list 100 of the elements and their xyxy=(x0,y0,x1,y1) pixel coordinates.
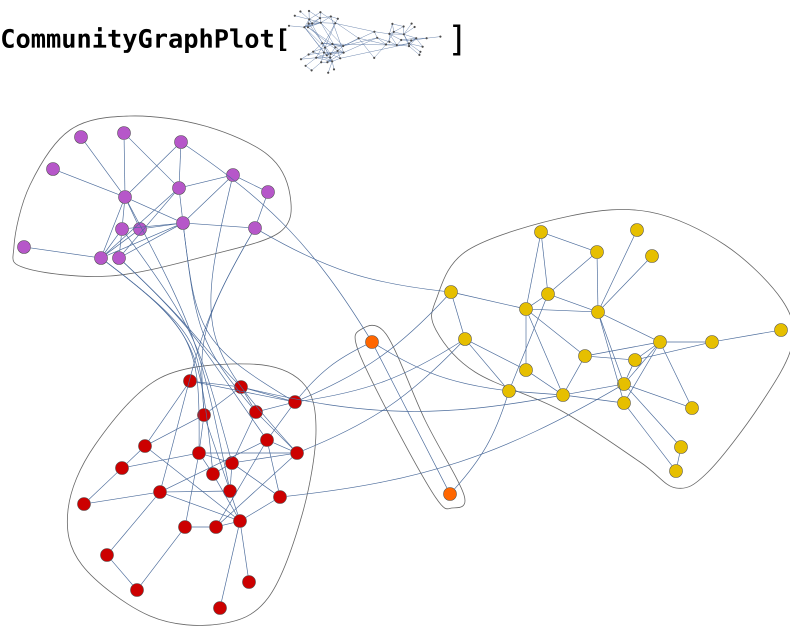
graph-edge xyxy=(106,225,178,256)
graph-edge xyxy=(286,387,618,497)
graph-vertex xyxy=(206,467,220,481)
graph-edge xyxy=(84,142,122,192)
graph-edge xyxy=(130,146,176,193)
graph-edge xyxy=(541,238,548,288)
graph-edge xyxy=(88,472,118,500)
graph-edge xyxy=(106,192,174,254)
graph-edge xyxy=(600,318,622,397)
graph-edge xyxy=(166,494,234,520)
graph-edge xyxy=(30,248,95,258)
graph-edge xyxy=(528,314,561,390)
graph-edge xyxy=(205,454,226,462)
graph-vertex xyxy=(591,305,605,319)
graph-vertex xyxy=(112,251,126,265)
graph-edge xyxy=(128,202,229,485)
graph-edge xyxy=(122,203,125,223)
graph-vertex xyxy=(153,485,167,499)
graph-edge xyxy=(554,296,592,310)
graph-edge xyxy=(268,446,279,491)
graph-vertex xyxy=(444,285,458,299)
graph-vertex xyxy=(541,287,555,301)
graph-edge xyxy=(511,300,546,386)
graph-edge xyxy=(596,258,598,306)
graph-edge xyxy=(600,318,622,378)
graph-edge xyxy=(140,532,182,585)
graph-vertex xyxy=(225,456,239,470)
graph-vertex xyxy=(443,487,457,501)
graph-vertex xyxy=(705,335,719,349)
graph-edge xyxy=(90,492,154,504)
graph-vertex xyxy=(226,168,240,182)
graph-vertex xyxy=(176,216,190,230)
graph-edge xyxy=(526,238,540,303)
graph-edge xyxy=(299,344,366,398)
graph-edge xyxy=(219,446,264,522)
graph-vertex xyxy=(653,335,667,349)
graph-vertex xyxy=(249,405,263,419)
graph-vertex xyxy=(685,401,699,415)
graph-edge xyxy=(260,231,445,292)
graph-vertex xyxy=(628,353,642,367)
graph-edge xyxy=(238,178,262,190)
graph-vertex xyxy=(248,221,262,235)
graph-edge xyxy=(457,293,520,308)
graph-vertex xyxy=(774,323,788,337)
graph-edge xyxy=(640,346,655,356)
graph-edge xyxy=(111,560,133,586)
graph-edge xyxy=(188,179,228,219)
graph-vertex xyxy=(519,302,533,316)
graph-edge xyxy=(166,490,224,492)
graph-vertex xyxy=(365,335,379,349)
graph-edge xyxy=(569,384,618,394)
graph-edge xyxy=(124,139,126,191)
graph-vertex xyxy=(290,446,304,460)
graph-vertex xyxy=(630,223,644,237)
graph-edge xyxy=(221,527,239,602)
graph-vertex xyxy=(519,363,533,377)
graph-vertex xyxy=(192,446,206,460)
graph-edge xyxy=(641,343,706,359)
graph-edge xyxy=(628,408,672,466)
graph-edge xyxy=(238,454,291,462)
graph-edge xyxy=(628,388,677,442)
graph-vertex xyxy=(578,349,592,363)
graph-edge xyxy=(272,442,292,451)
graph-edge xyxy=(126,450,140,464)
graph-vertex xyxy=(118,190,132,204)
graph-edge xyxy=(232,497,238,515)
graph-edge xyxy=(189,223,249,228)
graph-vertex xyxy=(130,583,144,597)
graph-edge xyxy=(262,403,289,411)
graph-edge xyxy=(200,421,204,447)
graph-vertex xyxy=(172,181,186,195)
graph-edge xyxy=(531,298,543,306)
graph-edge xyxy=(532,308,592,312)
function-name: CommunityGraphPlot[ xyxy=(2,27,286,53)
graph-edge xyxy=(377,345,503,390)
graph-edge xyxy=(196,381,235,387)
graph-edge xyxy=(452,298,464,333)
graph-edge xyxy=(59,171,119,195)
graph-edge xyxy=(106,262,213,468)
graph-edge xyxy=(234,418,254,458)
graph-edge xyxy=(604,314,654,340)
graph-vertex xyxy=(617,396,631,410)
graph-edge xyxy=(247,388,557,412)
graph-edge xyxy=(128,454,193,468)
graph-edge xyxy=(220,457,292,523)
graph-vertex xyxy=(115,461,129,475)
graph-edge xyxy=(531,373,558,392)
graph-edge xyxy=(205,452,291,454)
graph-edge xyxy=(222,522,234,526)
graph-vertex xyxy=(117,126,131,140)
graph-edge xyxy=(260,416,293,449)
graph-edge xyxy=(240,527,248,576)
graph-vertex xyxy=(183,374,197,388)
graph-edge xyxy=(106,232,135,254)
graph-edge xyxy=(237,466,275,494)
graph-vertex xyxy=(115,222,129,236)
graph-edge xyxy=(150,450,235,518)
graph-edge xyxy=(186,146,369,337)
graph-edge xyxy=(301,342,460,402)
graph-edge xyxy=(191,526,210,528)
